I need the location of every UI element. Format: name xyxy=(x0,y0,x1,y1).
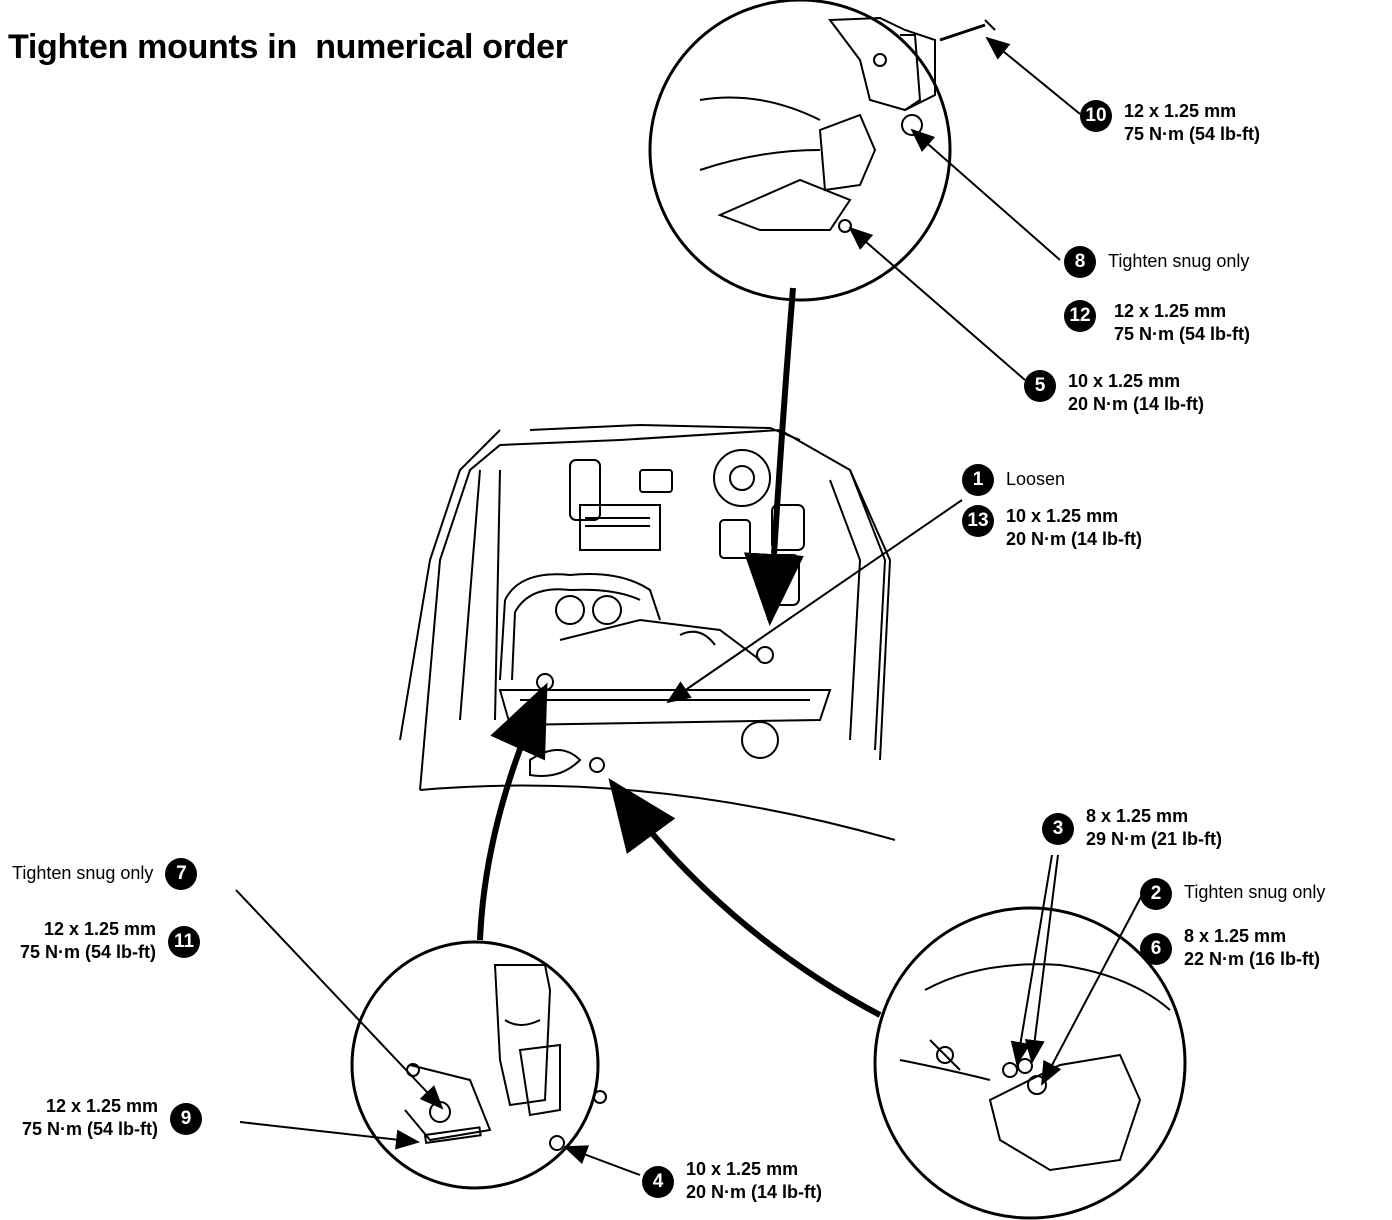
torque-spec: 75 N·m (54 lb-ft) xyxy=(20,942,157,962)
bolt-size: 12 x 1.25 mm xyxy=(43,919,157,939)
engine-bay-drawing xyxy=(399,423,896,841)
bolt-size: 10 x 1.25 mm xyxy=(686,1159,799,1179)
torque-spec: 20 N·m (14 lb-ft) xyxy=(686,1182,823,1202)
instruction-text: Tighten snug only xyxy=(1184,882,1326,902)
step-badge: 10 xyxy=(1080,100,1112,132)
step-badge: 1 xyxy=(962,464,994,496)
callout-5: 5 10 x 1.25 mm 20 N·m (14 lb-ft) xyxy=(1024,370,1204,416)
step-badge: 6 xyxy=(1140,933,1172,965)
zoom-circle-bottom-left-detail xyxy=(404,964,607,1151)
leader-arrows xyxy=(235,36,1143,1176)
bolt-size: 8 x 1.25 mm xyxy=(1086,806,1189,826)
step-badge: 7 xyxy=(165,858,198,890)
zoom-circle-top xyxy=(648,0,952,302)
step-badge: 8 xyxy=(1064,246,1096,278)
torque-spec: 29 N·m (21 lb-ft) xyxy=(1086,829,1223,849)
callout-4: 4 10 x 1.25 mm 20 N·m (14 lb-ft) xyxy=(642,1158,822,1204)
bolt-size: 12 x 1.25 mm xyxy=(45,1096,159,1116)
page-title: Tighten mounts in numerical order xyxy=(8,28,568,66)
callout-7: Tighten snug only 7 xyxy=(12,858,198,890)
instruction-text: Tighten snug only xyxy=(1108,251,1250,271)
torque-spec: 20 N·m (14 lb-ft) xyxy=(1006,529,1143,549)
instruction-text: Loosen xyxy=(1006,469,1066,489)
instruction-text: Tighten snug only xyxy=(12,863,154,883)
bolt-size: 10 x 1.25 mm xyxy=(1006,506,1119,526)
zoom-circle-top-detail xyxy=(699,16,996,233)
bolt-size: 10 x 1.25 mm xyxy=(1068,371,1181,391)
callout-10: 10 12 x 1.25 mm 75 N·m (54 lb-ft) xyxy=(1080,100,1260,146)
torque-spec: 75 N·m (54 lb-ft) xyxy=(1124,124,1261,144)
torque-spec: 75 N·m (54 lb-ft) xyxy=(22,1119,159,1139)
callout-12: 12 12 x 1.25 mm 75 N·m (54 lb-ft) xyxy=(1064,300,1250,346)
step-badge: 3 xyxy=(1042,813,1074,845)
bolt-size: 12 x 1.25 mm xyxy=(1124,101,1237,121)
step-badge: 12 xyxy=(1064,300,1096,332)
step-badge: 5 xyxy=(1024,370,1056,402)
callout-1: 1 Loosen xyxy=(962,464,1065,496)
callout-9: 12 x 1.25 mm 75 N·m (54 lb-ft) 9 xyxy=(22,1095,203,1141)
step-badge: 4 xyxy=(642,1166,674,1198)
step-badge: 9 xyxy=(170,1103,203,1135)
torque-spec: 75 N·m (54 lb-ft) xyxy=(1114,324,1251,344)
step-badge: 11 xyxy=(168,926,201,958)
bolt-size: 8 x 1.25 mm xyxy=(1184,926,1287,946)
connector-lines xyxy=(477,287,882,1018)
zoom-circle-bottom-right-detail xyxy=(899,963,1171,1172)
zoom-circle-bottom-right xyxy=(873,906,1187,1220)
zoom-circle-bottom-left xyxy=(350,940,600,1190)
callout-8: 8 Tighten snug only xyxy=(1064,246,1249,278)
bolt-size: 12 x 1.25 mm xyxy=(1114,301,1227,321)
callout-2: 2 Tighten snug only xyxy=(1140,878,1325,910)
torque-spec: 20 N·m (14 lb-ft) xyxy=(1068,394,1205,414)
callout-3: 3 8 x 1.25 mm 29 N·m (21 lb-ft) xyxy=(1042,805,1222,851)
callout-13: 13 10 x 1.25 mm 20 N·m (14 lb-ft) xyxy=(962,505,1142,551)
callout-11: 12 x 1.25 mm 75 N·m (54 lb-ft) 11 xyxy=(20,918,201,964)
step-badge: 13 xyxy=(962,505,994,537)
step-badge: 2 xyxy=(1140,878,1172,910)
callout-6: 6 8 x 1.25 mm 22 N·m (16 lb-ft) xyxy=(1140,925,1320,971)
torque-spec: 22 N·m (16 lb-ft) xyxy=(1184,949,1321,969)
